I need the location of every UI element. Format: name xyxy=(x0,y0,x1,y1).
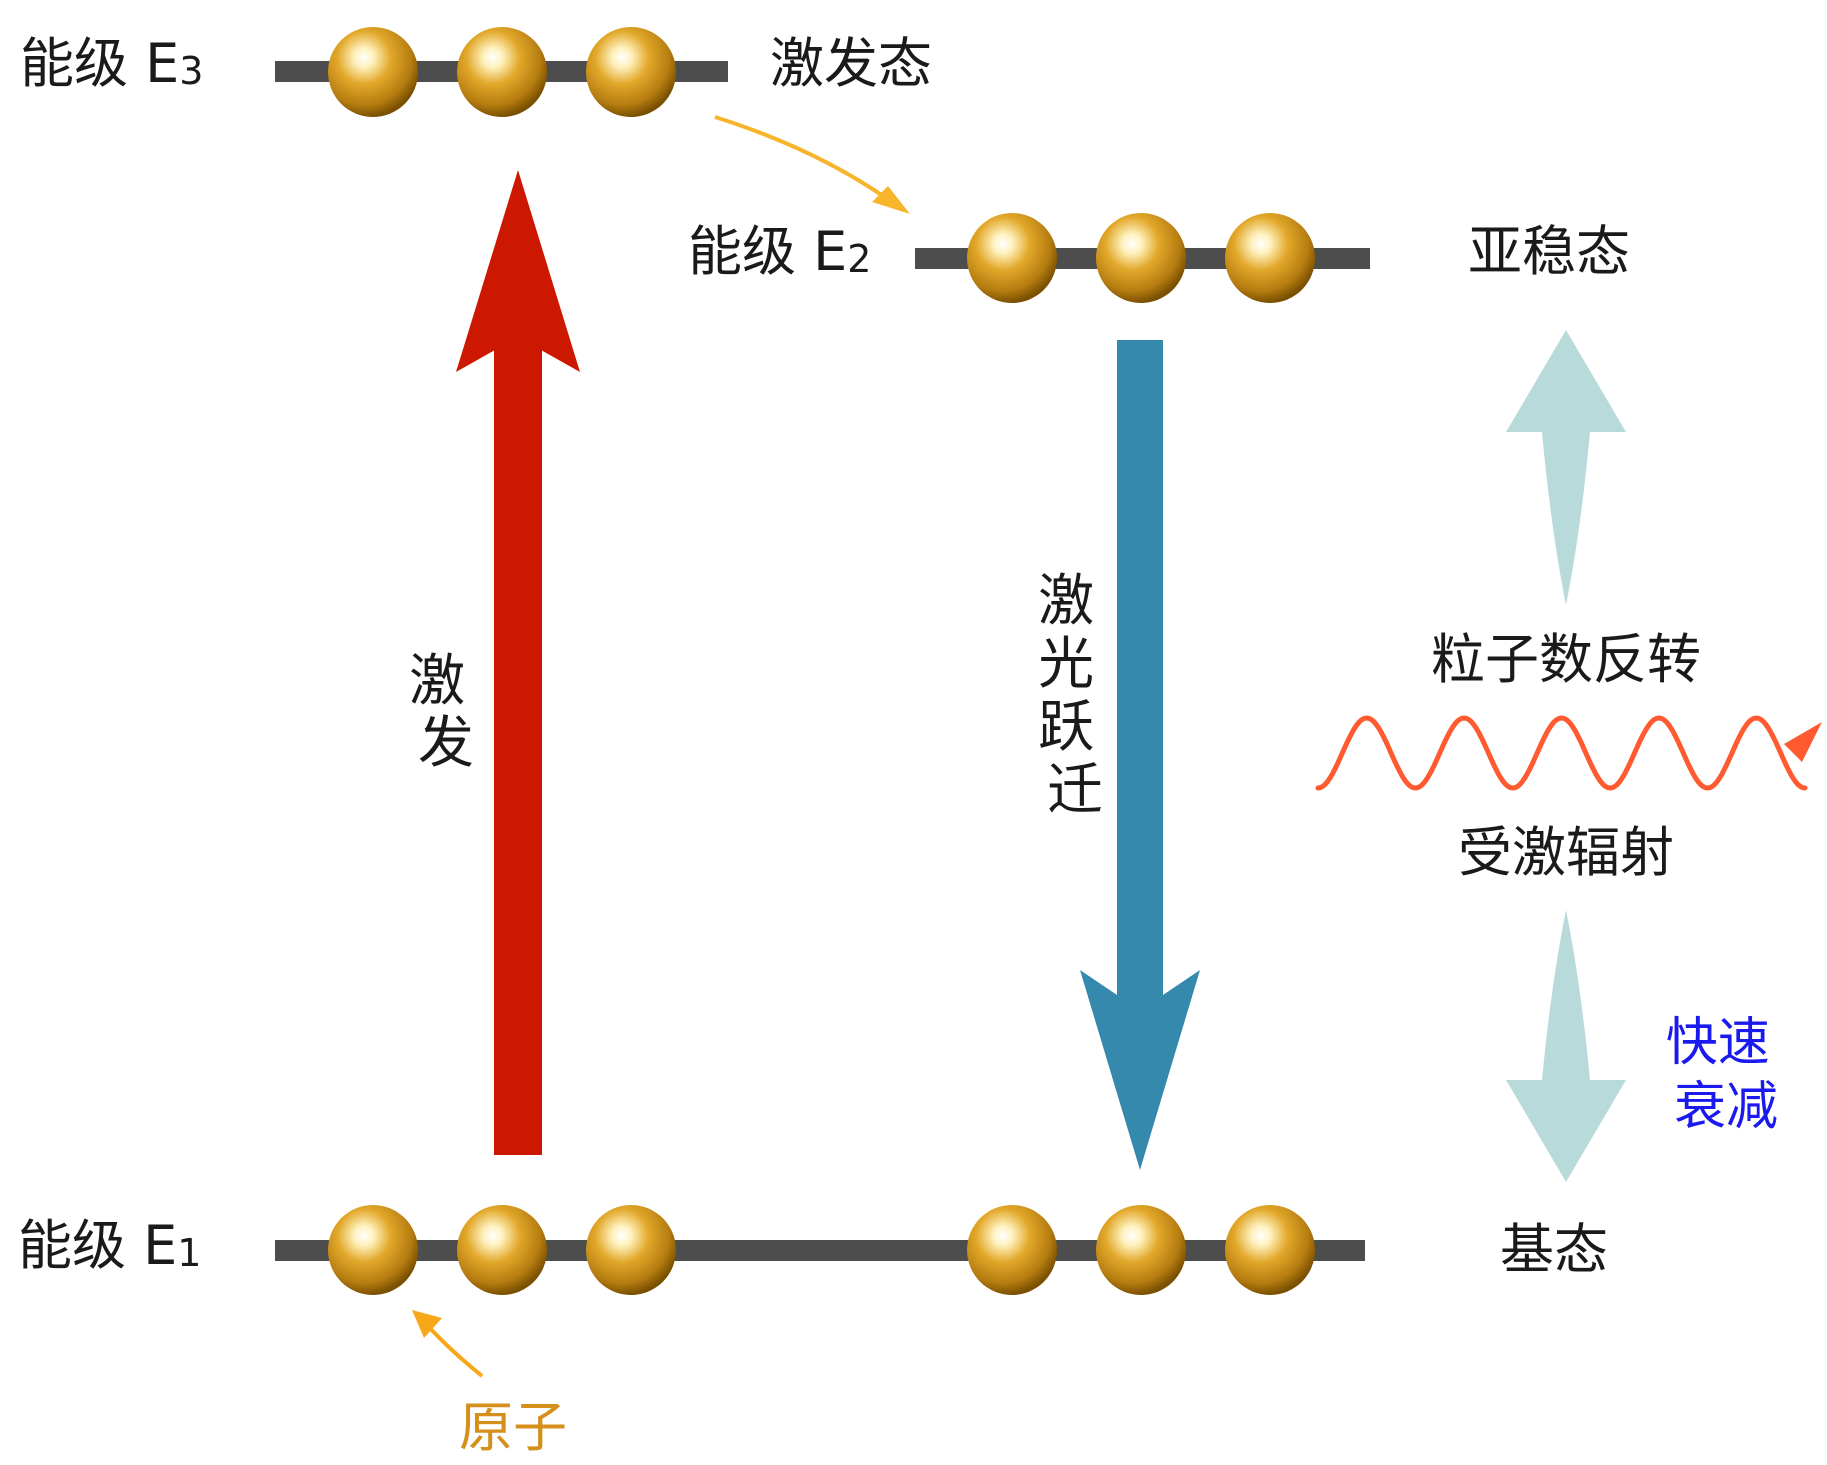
atom xyxy=(586,1205,676,1295)
atom xyxy=(967,1205,1057,1295)
atom xyxy=(457,27,547,117)
atom xyxy=(586,27,676,117)
fast-decay-arrow xyxy=(1506,910,1626,1182)
decay-curve-arrowhead xyxy=(872,186,910,214)
atom xyxy=(1225,213,1315,303)
atoms-e1 xyxy=(328,1205,1315,1295)
stimulated-emission-label: 受激辐射 xyxy=(1458,821,1674,884)
atom xyxy=(328,1205,418,1295)
atom xyxy=(1225,1205,1315,1295)
excitation-arrow xyxy=(456,170,580,1155)
decay-curve-arrow xyxy=(714,115,898,207)
level-label-e3: 能级 E3 xyxy=(20,32,203,95)
inversion-arrow xyxy=(1506,330,1626,605)
level-label-e2: 能级 E2 xyxy=(688,220,871,283)
atom xyxy=(1096,213,1186,303)
state-label-metastable: 亚稳态 xyxy=(1468,220,1630,283)
excitation-label: 激 发 xyxy=(409,649,483,776)
laser-transition-label: 激 光 跃 迁 xyxy=(1038,569,1112,823)
state-label-excited: 激发态 xyxy=(770,32,932,95)
atom xyxy=(967,213,1057,303)
stimulated-emission-wave xyxy=(1315,715,1808,791)
laser-transition-arrow xyxy=(1080,340,1200,1170)
stimulated-emission-wave-arrowhead xyxy=(1784,722,1822,762)
inversion-label: 粒子数反转 xyxy=(1431,628,1701,691)
atom xyxy=(457,1205,547,1295)
atom-pointer-arrow xyxy=(426,1324,484,1378)
fast-decay-label: 快速 衰减 xyxy=(1666,1013,1787,1137)
atom-pointer-arrowhead xyxy=(412,1310,442,1338)
atom xyxy=(1096,1205,1186,1295)
atoms-e2 xyxy=(967,213,1315,303)
atoms-e3 xyxy=(328,27,676,117)
energy-level-line-e1 xyxy=(275,1240,1365,1261)
atom xyxy=(328,27,418,117)
level-label-e1: 能级 E1 xyxy=(18,1214,201,1277)
state-label-ground: 基态 xyxy=(1500,1218,1608,1281)
atom-label: 原子 xyxy=(459,1396,567,1459)
